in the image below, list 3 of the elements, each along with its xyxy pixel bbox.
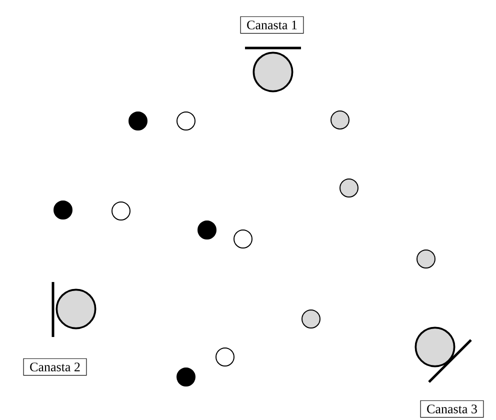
label-box: Canasta 2 <box>23 358 87 376</box>
label-box: Canasta 3 <box>420 400 484 418</box>
label-box: Canasta 1 <box>240 16 304 34</box>
